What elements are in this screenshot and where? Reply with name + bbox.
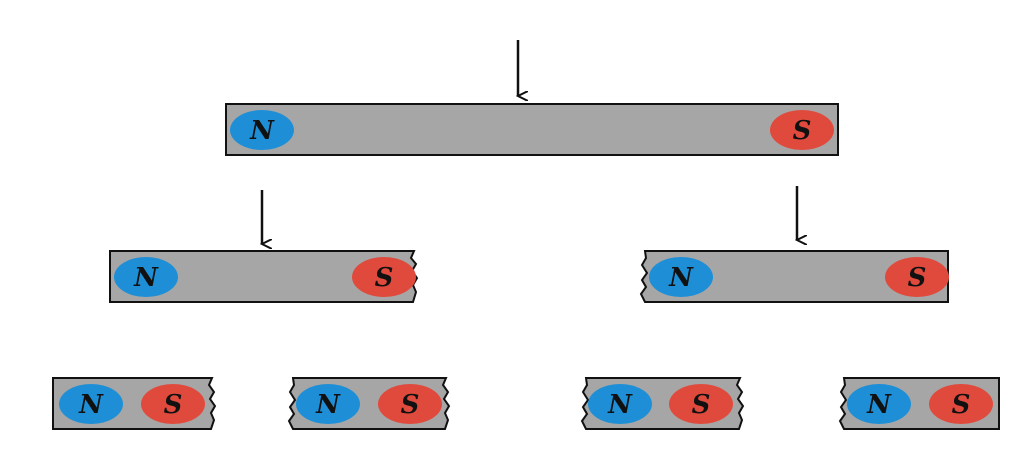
north-pole bbox=[114, 257, 178, 297]
south-label: S bbox=[692, 390, 711, 420]
south-label: S bbox=[908, 263, 927, 293]
quarter-magnet-1: N S bbox=[52, 377, 217, 430]
quarter-magnet-2: N S bbox=[287, 377, 451, 430]
north-label: N bbox=[607, 390, 633, 420]
north-pole bbox=[588, 384, 652, 424]
right-half-magnet: N S bbox=[639, 186, 949, 303]
quarter-magnet-4: N S bbox=[838, 377, 1000, 430]
magnet-body bbox=[639, 250, 949, 303]
south-label: S bbox=[375, 263, 394, 293]
magnet-body bbox=[109, 250, 419, 303]
north-label: N bbox=[78, 390, 104, 420]
south-pole bbox=[378, 384, 442, 424]
north-label: N bbox=[668, 263, 694, 293]
north-label: N bbox=[249, 116, 275, 146]
whole-magnet: N S bbox=[225, 40, 839, 156]
south-label: S bbox=[793, 116, 812, 146]
north-label: N bbox=[133, 263, 159, 293]
north-pole bbox=[649, 257, 713, 297]
north-label: N bbox=[866, 390, 892, 420]
south-pole bbox=[929, 384, 993, 424]
north-pole bbox=[296, 384, 360, 424]
north-pole bbox=[230, 110, 294, 150]
south-pole bbox=[141, 384, 205, 424]
left-half-magnet: N S bbox=[109, 190, 419, 303]
south-pole bbox=[770, 110, 834, 150]
south-pole bbox=[352, 257, 416, 297]
south-label: S bbox=[401, 390, 420, 420]
south-pole bbox=[885, 257, 949, 297]
north-pole bbox=[59, 384, 123, 424]
quarter-magnet-3: N S bbox=[580, 377, 745, 430]
north-pole bbox=[847, 384, 911, 424]
south-pole bbox=[669, 384, 733, 424]
south-label: S bbox=[164, 390, 183, 420]
magnet-body bbox=[225, 103, 839, 156]
north-label: N bbox=[315, 390, 341, 420]
south-label: S bbox=[952, 390, 971, 420]
